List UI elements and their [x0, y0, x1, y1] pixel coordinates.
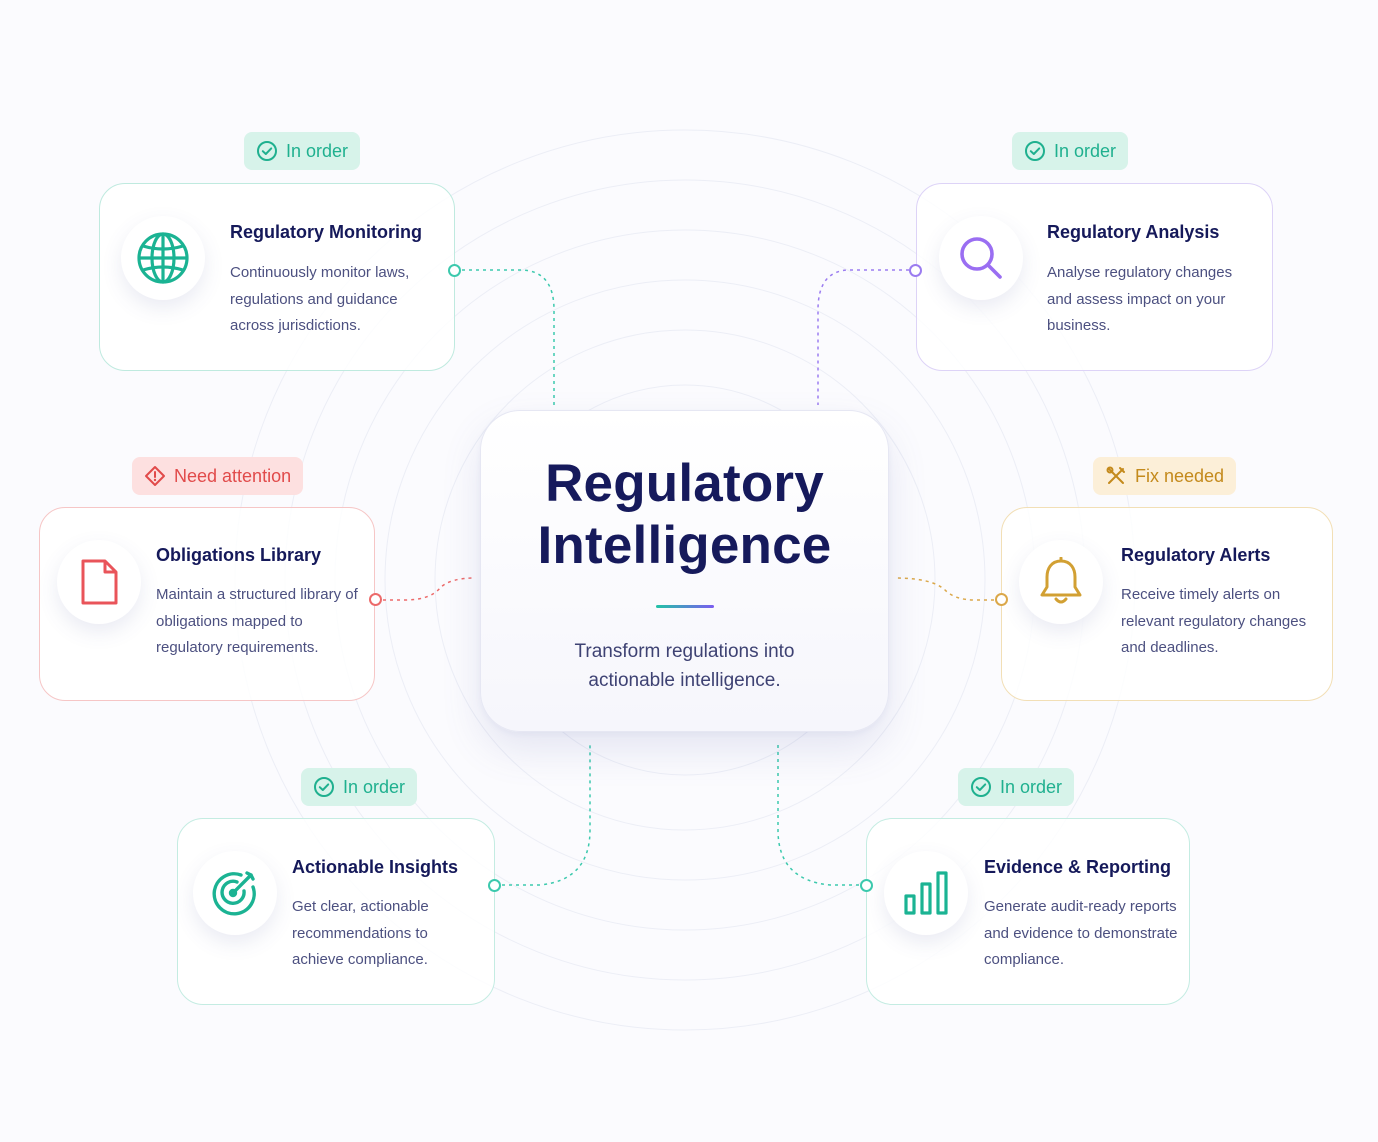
bar-chart-icon [904, 871, 948, 915]
target-icon [212, 871, 256, 916]
card-description: Receive timely alerts on relevant regula… [1121, 586, 1307, 656]
connector-node [995, 593, 1008, 606]
globe-icon-container [121, 216, 205, 300]
card-title: Regulatory Monitoring [230, 222, 422, 242]
card-description: Analyse regulatory changes and assess im… [1047, 264, 1233, 334]
card-description: Generate audit-ready reports and evidenc… [984, 898, 1178, 968]
center-title: Regulatory Intelligence [481, 453, 888, 577]
card-actionable-insights[interactable]: Actionable Insights Get clear, actionabl… [177, 818, 495, 1005]
warning-diamond-icon [145, 466, 165, 486]
card-title: Evidence & Reporting [984, 857, 1172, 877]
card-regulatory-analysis[interactable]: Regulatory Analysis Analyse regulatory c… [916, 183, 1273, 371]
status-badge-evidence: In order [958, 768, 1075, 806]
center-divider [655, 605, 714, 608]
check-circle-icon [257, 141, 277, 161]
search-icon [960, 237, 1002, 279]
status-badge-obligations: Need attention [132, 457, 304, 495]
bell-icon-container [1019, 540, 1103, 624]
status-badge-label: Fix needed [1135, 465, 1225, 486]
center-title-line1: Regulatory [545, 454, 824, 513]
check-circle-icon [314, 777, 334, 797]
card-title: Regulatory Alerts [1121, 545, 1271, 565]
status-badge-label: In order [286, 140, 349, 161]
check-circle-icon [1025, 141, 1045, 161]
check-circle-icon [971, 777, 991, 797]
card-description: Continuously monitor laws, regulations a… [230, 264, 410, 334]
status-badge-analysis: In order [1012, 132, 1129, 170]
card-description: Maintain a structured library of obligat… [156, 586, 358, 656]
connector-obligations [376, 577, 476, 601]
center-card: Regulatory Intelligence Transform regula… [480, 410, 889, 732]
center-title-line2: Intelligence [537, 516, 832, 575]
document-icon-container [57, 540, 141, 624]
card-evidence-reporting[interactable]: Evidence & Reporting Generate audit-read… [866, 818, 1190, 1005]
card-regulatory-alerts[interactable]: Regulatory Alerts Receive timely alerts … [1001, 507, 1333, 701]
card-title: Actionable Insights [292, 857, 459, 877]
connector-node [909, 264, 922, 277]
status-badge-insights: In order [301, 768, 418, 806]
connector-node [488, 879, 501, 892]
status-badge-label: In order [1054, 140, 1117, 161]
card-title: Regulatory Analysis [1047, 222, 1220, 242]
connector-node [860, 879, 873, 892]
connector-monitoring [455, 269, 555, 405]
connector-node [369, 593, 382, 606]
document-icon [81, 559, 118, 605]
connector-evidence [777, 745, 866, 886]
center-subtitle: Transform regulations into actionable in… [574, 641, 795, 691]
bell-icon [1040, 557, 1082, 604]
connector-node [448, 264, 461, 277]
card-title: Obligations Library [156, 545, 322, 565]
search-icon-container [939, 216, 1023, 300]
connector-analysis [817, 269, 916, 405]
status-badge-label: In order [1000, 776, 1063, 797]
status-badge-alerts: Fix needed [1093, 457, 1237, 495]
globe-icon [137, 232, 189, 284]
card-regulatory-monitoring[interactable]: Regulatory Monitoring Continuously monit… [99, 183, 455, 371]
status-badge-label: In order [343, 776, 406, 797]
card-obligations-library[interactable]: Obligations Library Maintain a structure… [39, 507, 375, 701]
bar-chart-icon-container [884, 851, 968, 935]
target-icon-container [193, 851, 277, 935]
connector-alerts [894, 577, 1001, 601]
card-description: Get clear, actionable recommendations to… [292, 898, 429, 968]
status-badge-label: Need attention [174, 465, 292, 486]
tools-icon [1106, 466, 1125, 484]
status-badge-monitoring: In order [244, 132, 361, 170]
connector-insights [495, 745, 591, 886]
